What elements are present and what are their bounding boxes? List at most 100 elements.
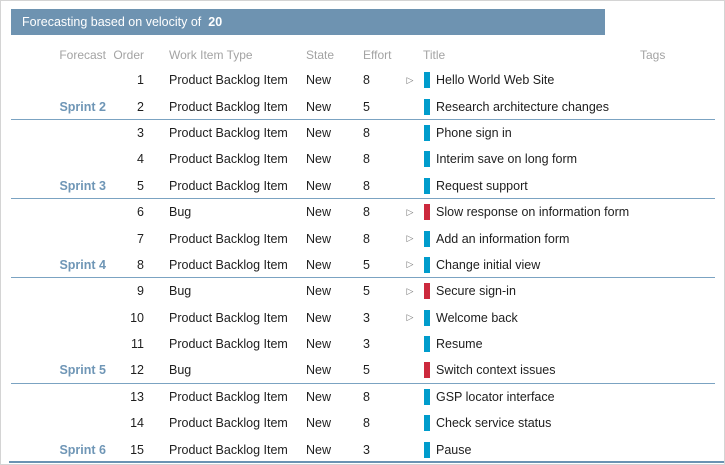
title-cell: Change initial view bbox=[419, 256, 633, 273]
expand-icon[interactable]: ▷ bbox=[406, 233, 414, 244]
table-row[interactable]: Sprint 6 15 Product Backlog Item New 3 P… bbox=[1, 436, 724, 464]
table-row[interactable]: 3 Product Backlog Item New 8 Phone sign … bbox=[1, 120, 724, 146]
table-row[interactable]: 1 Product Backlog Item New 8 ▷ Hello Wor… bbox=[1, 67, 724, 93]
sprint-label: Sprint 6 bbox=[59, 442, 106, 457]
title-cell: Research architecture changes bbox=[419, 98, 633, 115]
work-item-title[interactable]: Welcome back bbox=[436, 310, 518, 325]
table-row[interactable]: Sprint 3 5 Product Backlog Item New 8 Re… bbox=[1, 173, 724, 200]
effort-cell: 5 bbox=[363, 284, 370, 299]
work-item-title[interactable]: Add an information form bbox=[436, 231, 570, 246]
work-item-title[interactable]: Change initial view bbox=[436, 257, 541, 272]
effort-cell: 8 bbox=[363, 231, 370, 246]
title-cell: Slow response on information form bbox=[419, 204, 633, 221]
state-cell: New bbox=[306, 125, 332, 140]
column-header-state: State bbox=[306, 48, 335, 62]
state-cell: New bbox=[306, 73, 332, 88]
table-row[interactable]: Sprint 4 8 Product Backlog Item New 5 ▷ … bbox=[1, 252, 724, 279]
title-cell: Check service status bbox=[419, 415, 633, 432]
work-item-type-color-bar bbox=[424, 177, 430, 194]
order-cell: 3 bbox=[137, 125, 144, 140]
effort-cell: 8 bbox=[363, 152, 370, 167]
sprint-label: Sprint 5 bbox=[59, 363, 106, 378]
order-cell: 2 bbox=[137, 99, 144, 114]
work-item-title[interactable]: Phone sign in bbox=[436, 125, 512, 140]
expand-icon[interactable]: ▷ bbox=[406, 285, 414, 296]
title-cell: Interim save on long form bbox=[419, 151, 633, 168]
work-item-title[interactable]: Request support bbox=[436, 178, 528, 193]
table-row[interactable]: 4 Product Backlog Item New 8 Interim sav… bbox=[1, 146, 724, 172]
order-cell: 14 bbox=[130, 416, 144, 431]
order-cell: 9 bbox=[137, 284, 144, 299]
work-item-title[interactable]: Resume bbox=[436, 337, 483, 352]
state-cell: New bbox=[306, 389, 332, 404]
work-item-title[interactable]: Pause bbox=[436, 442, 472, 457]
backlog-rows: 1 Product Backlog Item New 8 ▷ Hello Wor… bbox=[1, 67, 724, 464]
work-item-type-color-bar bbox=[424, 309, 430, 326]
work-item-type-cell: Product Backlog Item bbox=[169, 442, 288, 457]
work-item-title[interactable]: Check service status bbox=[436, 416, 552, 431]
work-item-type-color-bar bbox=[424, 415, 430, 432]
work-item-title[interactable]: Switch context issues bbox=[436, 363, 556, 378]
table-row[interactable]: 14 Product Backlog Item New 8 Check serv… bbox=[1, 410, 724, 436]
backlog-grid: Forecast Order Work Item Type State Effo… bbox=[1, 43, 724, 464]
table-row[interactable]: 6 Bug New 8 ▷ Slow response on informati… bbox=[1, 199, 724, 225]
order-cell: 6 bbox=[137, 205, 144, 220]
work-item-type-cell: Product Backlog Item bbox=[169, 125, 288, 140]
work-item-type-color-bar bbox=[424, 256, 430, 273]
effort-cell: 8 bbox=[363, 389, 370, 404]
state-cell: New bbox=[306, 99, 332, 114]
expand-icon[interactable]: ▷ bbox=[406, 312, 414, 323]
effort-cell: 8 bbox=[363, 178, 370, 193]
effort-cell: 5 bbox=[363, 363, 370, 378]
title-cell: Hello World Web Site bbox=[419, 72, 633, 89]
state-cell: New bbox=[306, 442, 332, 457]
sprint-label: Sprint 4 bbox=[59, 257, 106, 272]
table-row[interactable]: 7 Product Backlog Item New 8 ▷ Add an in… bbox=[1, 225, 724, 251]
title-cell: Secure sign-in bbox=[419, 283, 633, 300]
column-header-title: Title bbox=[423, 48, 446, 62]
work-item-type-cell: Product Backlog Item bbox=[169, 231, 288, 246]
work-item-type-cell: Bug bbox=[169, 205, 192, 220]
order-cell: 12 bbox=[130, 363, 144, 378]
table-row[interactable]: 9 Bug New 5 ▷ Secure sign-in bbox=[1, 278, 724, 304]
work-item-type-cell: Product Backlog Item bbox=[169, 310, 288, 325]
table-row[interactable]: 11 Product Backlog Item New 3 Resume bbox=[1, 331, 724, 357]
work-item-title[interactable]: Slow response on information form bbox=[436, 205, 630, 220]
state-cell: New bbox=[306, 310, 332, 325]
table-row[interactable]: Sprint 2 2 Product Backlog Item New 5 Re… bbox=[1, 93, 724, 121]
work-item-type-color-bar bbox=[424, 98, 430, 115]
state-cell: New bbox=[306, 178, 332, 193]
work-item-type-color-bar bbox=[424, 230, 430, 247]
work-item-type-color-bar bbox=[424, 283, 430, 300]
state-cell: New bbox=[306, 152, 332, 167]
work-item-title[interactable]: Research architecture changes bbox=[436, 99, 610, 114]
effort-cell: 8 bbox=[363, 416, 370, 431]
expand-icon[interactable]: ▷ bbox=[406, 74, 414, 85]
column-header-tags: Tags bbox=[640, 48, 666, 62]
table-row[interactable]: Sprint 5 12 Bug New 5 Switch context iss… bbox=[1, 357, 724, 385]
column-header-row: Forecast Order Work Item Type State Effo… bbox=[1, 43, 724, 67]
work-item-title[interactable]: Interim save on long form bbox=[436, 152, 578, 167]
table-row[interactable]: 10 Product Backlog Item New 3 ▷ Welcome … bbox=[1, 305, 724, 331]
effort-cell: 5 bbox=[363, 257, 370, 272]
order-cell: 1 bbox=[137, 73, 144, 88]
title-cell: Phone sign in bbox=[419, 124, 633, 141]
state-cell: New bbox=[306, 231, 332, 246]
work-item-title[interactable]: Hello World Web Site bbox=[436, 73, 555, 88]
work-item-type-color-bar bbox=[424, 388, 430, 405]
work-item-title[interactable]: GSP locator interface bbox=[436, 389, 555, 404]
order-cell: 15 bbox=[130, 442, 144, 457]
effort-cell: 5 bbox=[363, 99, 370, 114]
work-item-title[interactable]: Secure sign-in bbox=[436, 284, 516, 299]
expand-icon[interactable]: ▷ bbox=[406, 259, 414, 270]
work-item-type-color-bar bbox=[424, 362, 430, 379]
work-item-type-cell: Bug bbox=[169, 284, 192, 299]
table-row[interactable]: 13 Product Backlog Item New 8 GSP locato… bbox=[1, 384, 724, 410]
velocity-input[interactable]: 20 bbox=[208, 15, 223, 29]
order-cell: 13 bbox=[130, 389, 144, 404]
state-cell: New bbox=[306, 257, 332, 272]
work-item-type-cell: Product Backlog Item bbox=[169, 178, 288, 193]
work-item-type-cell: Product Backlog Item bbox=[169, 73, 288, 88]
expand-icon[interactable]: ▷ bbox=[406, 206, 414, 217]
work-item-type-cell: Product Backlog Item bbox=[169, 389, 288, 404]
